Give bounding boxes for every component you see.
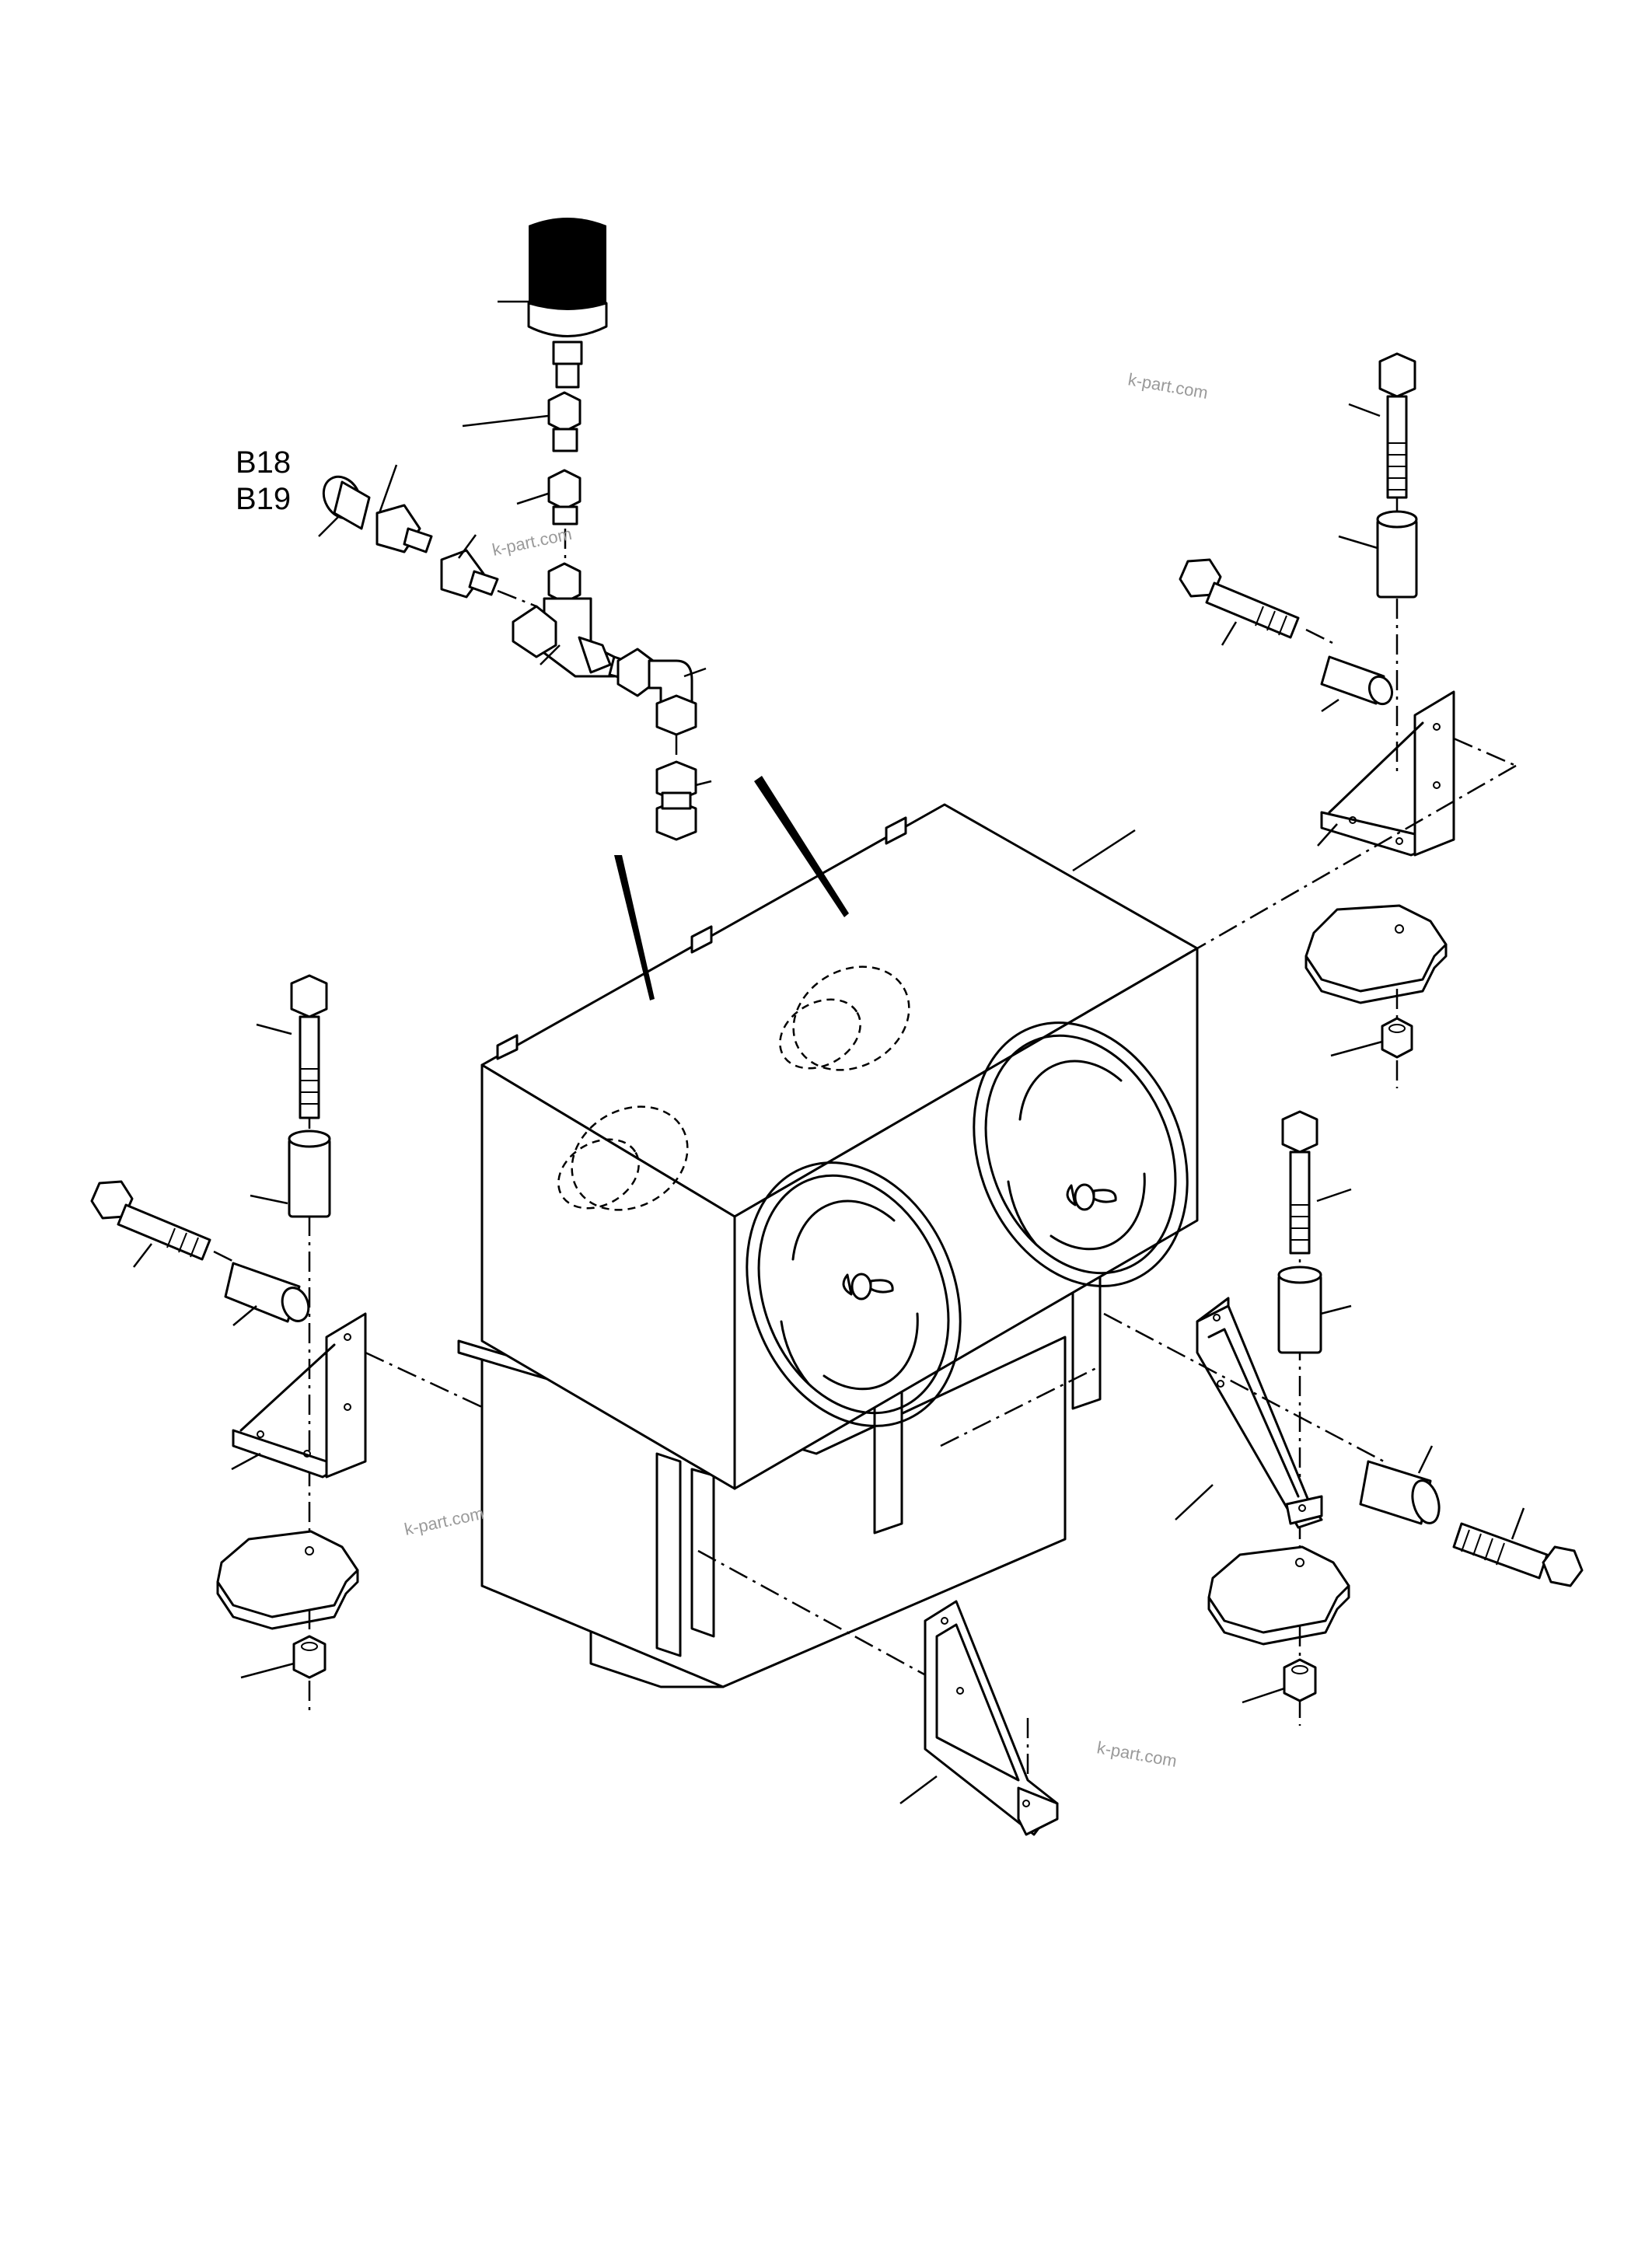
mount-set-right-lower: [940, 1110, 1584, 1726]
hex-bolt-icon: [1281, 1110, 1318, 1255]
mounting-bracket-icon: [1196, 1297, 1323, 1529]
top-lugs: [496, 816, 907, 1060]
filter-cover-right: [973, 1021, 1189, 1287]
hex-bolt-icon: [1179, 558, 1300, 639]
leader-lines: [133, 300, 1525, 1805]
hex-nut-icon: [292, 1635, 327, 1679]
mount-set-left: [90, 974, 483, 1710]
rubber-mount-icon: [1304, 904, 1448, 1004]
callout-label-b18: B18: [236, 445, 291, 480]
hex-bolt-icon: [1452, 1522, 1584, 1587]
pipe-fittings-vertical: [547, 391, 582, 604]
mount-set-bottom: [697, 1549, 1059, 1836]
hex-bolt-icon: [1378, 352, 1416, 499]
spacer-sleeve-icon: [1376, 510, 1418, 599]
elbow-fitting: [608, 648, 697, 841]
spacer-sleeve-icon: [1359, 1460, 1441, 1525]
hex-bolt-icon: [290, 974, 328, 1119]
breather-assembly: [322, 218, 697, 841]
spacer-sleeve-icon: [224, 1262, 310, 1323]
mounting-bracket-icon: [232, 1312, 367, 1479]
watermark: k-part.com: [1095, 1737, 1179, 1771]
tee-fitting: [512, 597, 616, 678]
rubber-mount-icon: [216, 1530, 359, 1630]
mounting-bracket-icon: [924, 1600, 1059, 1836]
hex-nut-icon: [1381, 1017, 1413, 1059]
reservoir-body: [457, 776, 1199, 1688]
watermark: k-part.com: [1126, 369, 1210, 403]
spacer-sleeve-icon: [288, 1130, 331, 1218]
hex-nut-icon: [1283, 1658, 1317, 1702]
mount-set-right-upper: [1179, 352, 1517, 1088]
breather-cap-icon: [527, 218, 608, 389]
mounting-bracket-icon: [1320, 690, 1455, 857]
filter-cover-left: [746, 1161, 962, 1427]
rubber-mount-icon: [1207, 1545, 1350, 1646]
spacer-sleeve-icon: [1277, 1266, 1322, 1354]
spacer-sleeve-icon: [1320, 655, 1394, 706]
watermark: k-part.com: [403, 1503, 486, 1539]
callout-label-b19: B19: [236, 482, 291, 516]
hex-bolt-icon: [90, 1180, 211, 1261]
watermark: k-part.com: [491, 524, 574, 560]
